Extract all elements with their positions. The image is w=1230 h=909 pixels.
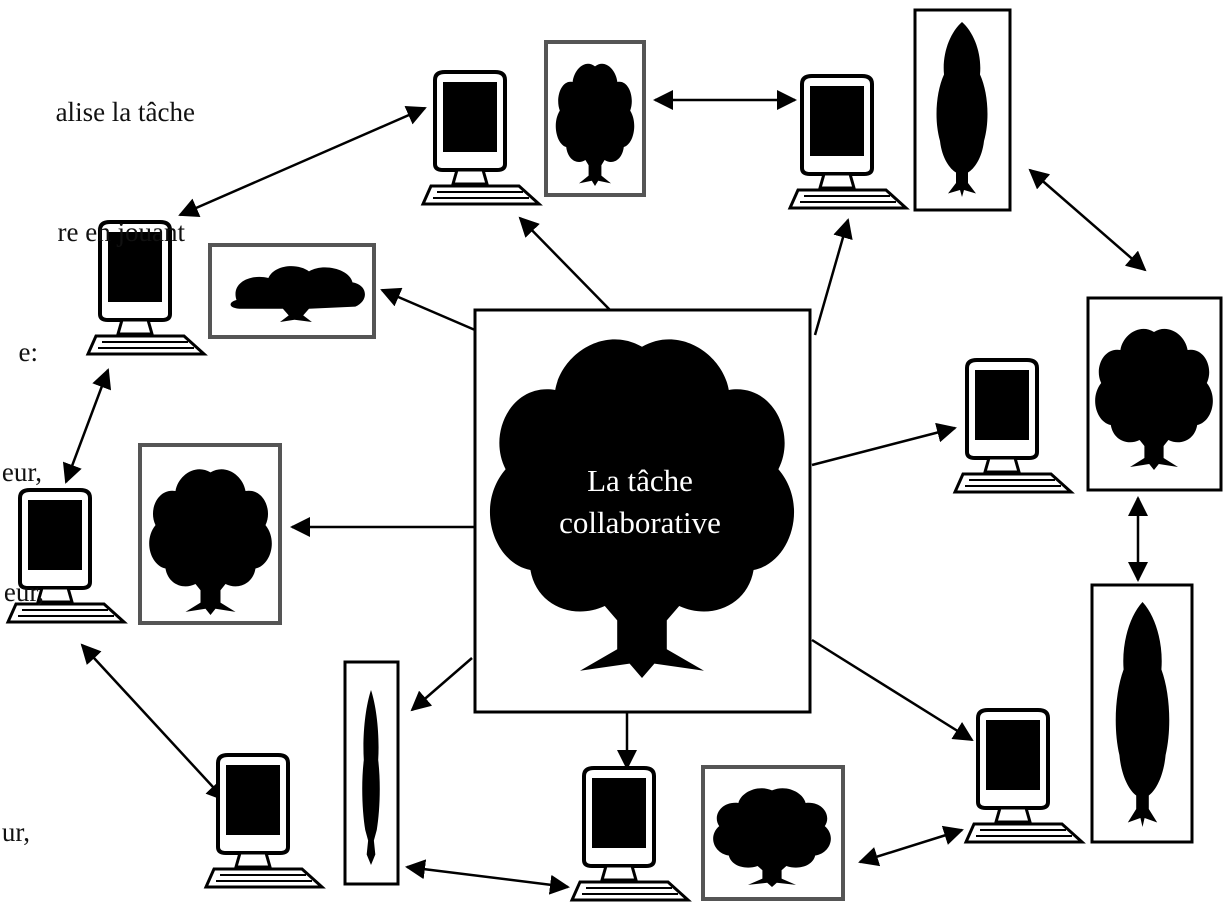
tree-card-left-flat: [208, 243, 376, 339]
spoke-arrow-left-upper: [380, 287, 476, 332]
computer-top-right: [788, 74, 908, 210]
spoke-arrow-bottom-left: [410, 657, 473, 712]
tree-card-bottom-left: [343, 660, 400, 886]
ring-arrow-5: [858, 825, 964, 867]
spoke-arrow-top-right: [813, 218, 853, 336]
cropped-side-text: alise la tâche re en jouant e: eur, eur,…: [0, 12, 200, 892]
ring-arrow-1: [178, 106, 427, 217]
tree-card-right-1: [1086, 296, 1223, 492]
ring-arrow-6: [405, 859, 570, 895]
side-text-line-4: eur,: [1, 457, 42, 487]
side-text-line-6: [0, 692, 30, 732]
side-text-line-5: eur,: [3, 577, 44, 607]
side-text-line-7: ur,: [1, 817, 30, 847]
spoke-arrow-top-left: [518, 216, 611, 311]
center-task-label: La tâche collaborative: [500, 460, 780, 544]
computer-bottom-right: [964, 708, 1084, 844]
computer-right: [953, 358, 1073, 494]
spoke-arrow-bottom-right: [811, 638, 974, 742]
center-label-line-1: La tâche: [587, 463, 693, 498]
computer-top-left: [421, 70, 541, 206]
tree-card-top-1: [544, 40, 646, 197]
tree-card-left-2: [138, 443, 282, 625]
computer-bottom: [570, 766, 690, 902]
side-text-line-3: e:: [18, 337, 39, 367]
computer-bottom-left: [204, 753, 324, 889]
spoke-arrow-right: [811, 422, 957, 467]
central-task-box: [473, 308, 812, 714]
ring-arrow-7: [80, 643, 227, 802]
tree-card-right-2: [1090, 583, 1194, 844]
side-text-line-2: re en jouant: [57, 217, 185, 247]
center-label-line-2: collaborative: [559, 505, 721, 540]
ring-arrows: [62, 90, 1148, 895]
ring-arrow-3: [1028, 168, 1147, 272]
tree-card-top-2: [913, 8, 1012, 212]
spoke-arrows: [290, 216, 974, 770]
tree-card-bottom: [701, 765, 845, 901]
ring-arrow-8: [62, 368, 112, 484]
side-text-line-1: alise la tâche: [55, 97, 195, 127]
